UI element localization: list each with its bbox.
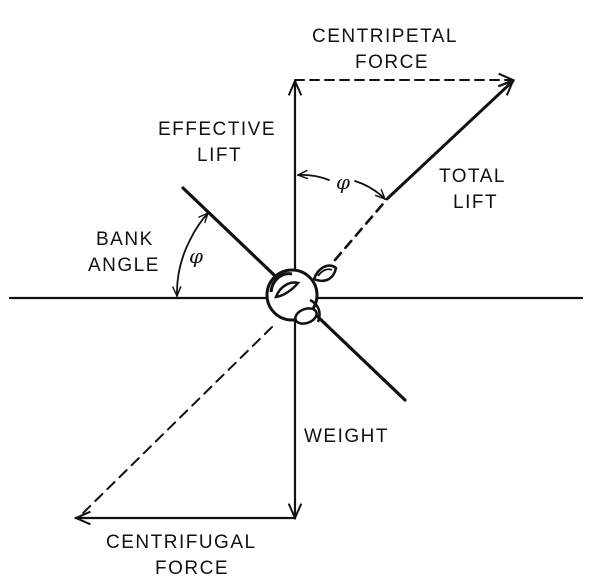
total-lift-dashed-segment bbox=[333, 196, 390, 262]
phi-symbol-bank: φ bbox=[189, 244, 203, 268]
total-lift-label-line2: LIFT bbox=[453, 192, 498, 213]
centripetal-force-label-line2: FORCE bbox=[355, 52, 429, 73]
angle-arc-top bbox=[298, 175, 330, 181]
centripetal-force-label-line1: CENTRIPETAL bbox=[312, 26, 458, 47]
angle-arc-top-right bbox=[354, 180, 385, 199]
centrifugal-force-label-line2: FORCE bbox=[155, 558, 229, 579]
total-lift-arrow bbox=[386, 81, 513, 200]
phi-symbol-top: φ bbox=[336, 170, 350, 194]
total-lift-label-line1: TOTAL bbox=[439, 166, 506, 187]
weight-label: WEIGHT bbox=[304, 426, 389, 447]
centrifugal-force-label-line1: CENTRIFUGAL bbox=[106, 532, 257, 553]
aircraft-head-on bbox=[265, 264, 338, 325]
bank-angle-label-line2: ANGLE bbox=[88, 255, 160, 276]
effective-lift-label-line2: LIFT bbox=[197, 145, 242, 166]
bank-angle-arc bbox=[177, 239, 191, 296]
centrifugal-resultant-line bbox=[77, 326, 273, 519]
bank-angle-arc-upper bbox=[189, 213, 208, 241]
effective-lift-label-line1: EFFECTIVE bbox=[158, 119, 276, 140]
bank-angle-label-line1: BANK bbox=[96, 229, 154, 250]
